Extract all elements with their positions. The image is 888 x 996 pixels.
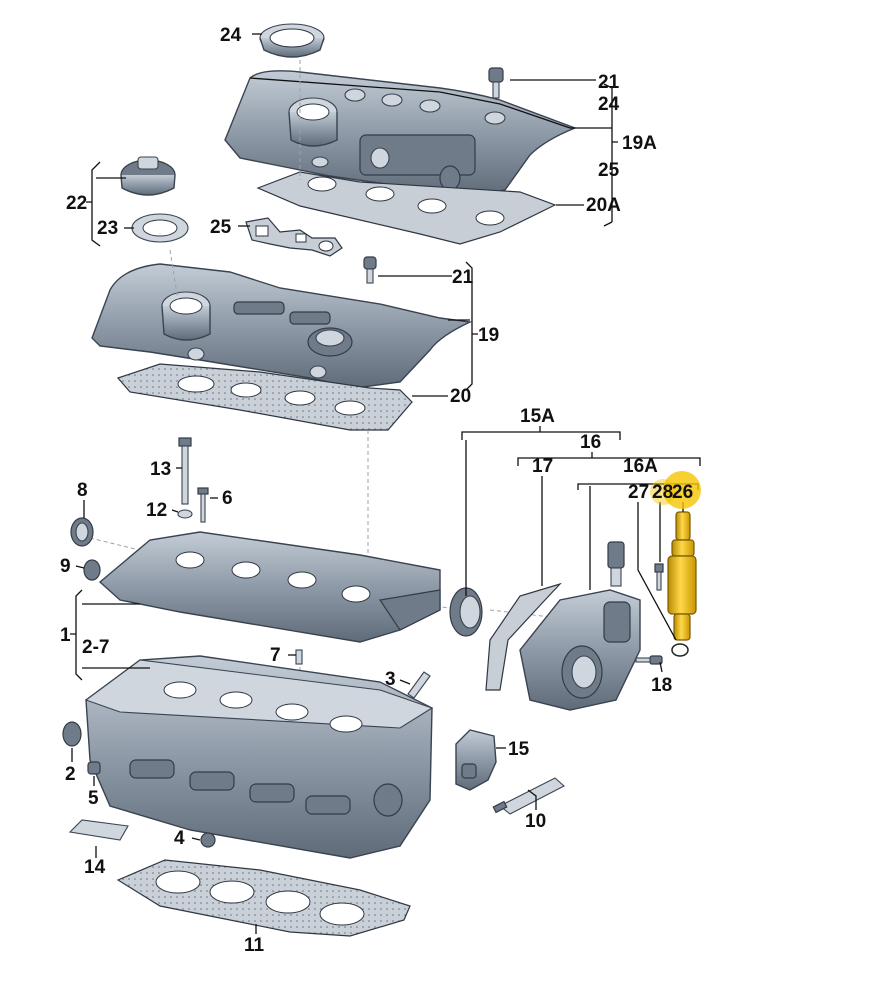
label-6[interactable]: 6: [222, 488, 233, 509]
seal-8: [70, 517, 94, 547]
bolt-6: [197, 487, 209, 523]
label-27[interactable]: 27: [628, 482, 649, 503]
label-28[interactable]: 28: [652, 482, 673, 503]
bracket-15a: [461, 426, 621, 440]
head-gasket-11: [116, 859, 411, 937]
label-3[interactable]: 3: [385, 669, 396, 690]
leader-9: [75, 565, 85, 569]
bracket-19: [465, 261, 478, 391]
solenoid-26-highlighted[interactable]: [667, 511, 697, 657]
label-15a[interactable]: 15A: [520, 406, 555, 427]
label-25-left[interactable]: 25: [210, 217, 232, 238]
bolt-13: [178, 437, 192, 505]
sprocket-15a: [449, 587, 483, 637]
label-4[interactable]: 4: [174, 828, 185, 849]
label-14[interactable]: 14: [84, 857, 106, 878]
label-12[interactable]: 12: [146, 500, 167, 521]
alignment-line: [89, 537, 161, 556]
plug-5: [87, 761, 101, 775]
leader-10: [527, 789, 537, 810]
gasket-20a: [256, 171, 557, 245]
label-9[interactable]: 9: [60, 556, 71, 577]
pin-7: [295, 649, 303, 665]
oil-filler-cap-22: [120, 156, 176, 196]
valve-cover-19: [91, 263, 473, 389]
label-11[interactable]: 11: [244, 935, 265, 956]
bolt-21-top: [488, 67, 504, 99]
gasket-20: [116, 363, 413, 431]
bolt-21-mid: [363, 256, 377, 284]
label-20[interactable]: 20: [450, 386, 471, 407]
housing-16a: [519, 541, 641, 711]
seal-ring-24-top: [259, 23, 325, 58]
label-5[interactable]: 5: [88, 788, 99, 809]
plug-9: [83, 559, 101, 581]
leader-18: [659, 661, 663, 673]
bearing-frame: [98, 531, 441, 643]
label-16a[interactable]: 16A: [623, 456, 658, 477]
highlight-marker-small: [650, 479, 676, 505]
bracket-19a: [603, 83, 618, 227]
cylinder-head: [84, 655, 434, 859]
label-19[interactable]: 19: [478, 325, 499, 346]
leader-1-targets: [82, 603, 150, 669]
bracket-22-23: [86, 161, 101, 247]
alignment-line: [169, 249, 179, 301]
bracket-15: [455, 729, 497, 791]
label-26[interactable]: 26: [672, 482, 693, 503]
label-24-top[interactable]: 24: [220, 25, 242, 46]
label-15[interactable]: 15: [508, 739, 530, 760]
label-21-top[interactable]: 21: [598, 72, 620, 93]
gasket-25-small: [245, 217, 343, 257]
leader-4: [191, 837, 201, 841]
leader-3: [399, 679, 411, 685]
label-19a[interactable]: 19A: [622, 133, 657, 154]
leader-12: [171, 509, 179, 513]
leader-27: [637, 502, 677, 641]
label-2-7[interactable]: 2-7: [82, 637, 109, 658]
highlight-marker: [663, 471, 701, 509]
heat-shield-14: [68, 819, 129, 841]
label-8[interactable]: 8: [77, 480, 88, 501]
label-7[interactable]: 7: [270, 645, 281, 666]
plug-4: [200, 832, 216, 848]
label-2[interactable]: 2: [65, 764, 76, 785]
gasket-17: [485, 582, 562, 691]
sealant-tube-10: [492, 777, 565, 815]
seal-23: [131, 213, 189, 243]
bolt-18: [635, 655, 663, 665]
label-24-mid[interactable]: 24: [598, 94, 620, 115]
bracket-16: [517, 452, 701, 466]
label-22[interactable]: 22: [66, 193, 87, 214]
bolt-27: [654, 563, 664, 591]
label-25-right[interactable]: 25: [598, 160, 620, 181]
washer-12: [177, 509, 193, 519]
label-18[interactable]: 18: [651, 675, 672, 696]
bracket-1: [70, 589, 83, 681]
label-23[interactable]: 23: [97, 218, 118, 239]
pin-3: [407, 671, 431, 699]
label-10[interactable]: 10: [525, 811, 546, 832]
label-13[interactable]: 13: [150, 459, 171, 480]
label-16[interactable]: 16: [580, 432, 601, 453]
plug-2: [62, 721, 82, 747]
label-21-mid[interactable]: 21: [452, 267, 474, 288]
label-17[interactable]: 17: [532, 456, 553, 477]
label-1[interactable]: 1: [60, 625, 71, 646]
valve-cover-19a: [224, 70, 577, 197]
label-20a[interactable]: 20A: [586, 195, 621, 216]
